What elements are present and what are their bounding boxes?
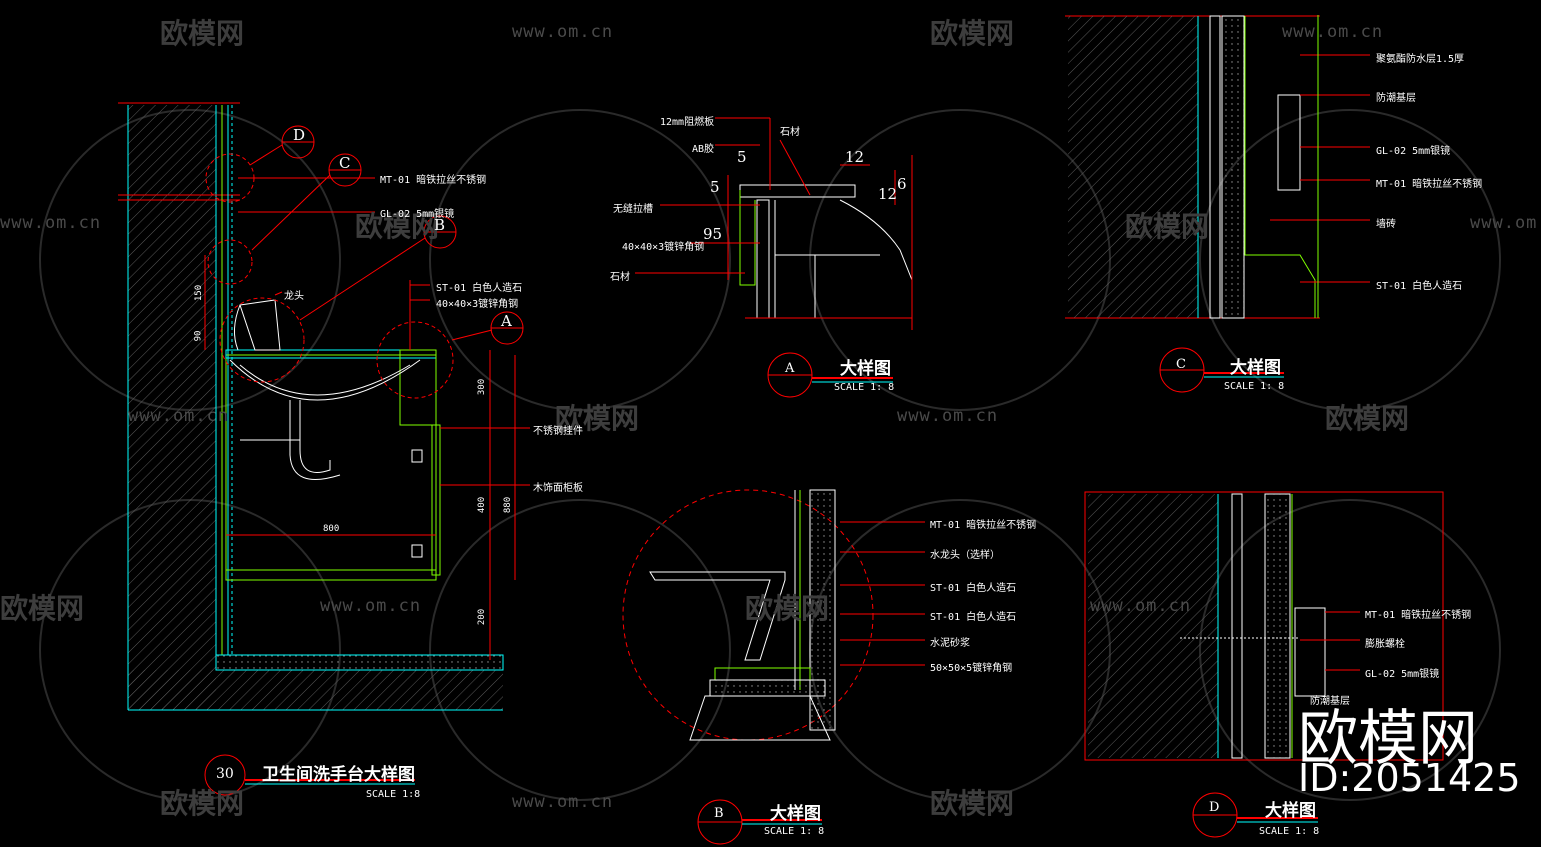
detail-d-callout: 膨胀螺栓 [1365,639,1405,650]
dimension: 400 [477,496,488,514]
detail-a-dim: 12 [878,185,898,203]
main-callout: 40×40×3镀锌角钢 [436,299,519,310]
detail-b-title: 大样图 [770,804,821,824]
detail-c-tag: C [1176,357,1186,372]
detail-a-callout: 石材 [610,272,630,283]
detail-b-callout: 水泥砂浆 [930,638,970,649]
detail-a-dim: 5 [710,178,720,196]
marker-b-label: B [434,216,446,234]
dimension: 800 [323,524,340,534]
dimension: 90 [193,330,204,342]
watermark-logo: 欧模网 [1325,402,1410,435]
brand-id: ID:2051425 [1298,756,1521,800]
detail-a-dim: 5 [737,148,747,166]
detail-a-dim: 12 [845,148,865,166]
detail-d-drawing [1084,491,1444,838]
watermark-logo: 欧模网 [555,402,640,435]
detail-d-callout: MT-01 暗铁拉丝不锈钢 [1365,610,1472,621]
detail-b-callout: 水龙头（选样） [930,550,1000,561]
detail-a-scale: SCALE 1: 8 [834,382,895,393]
detail-c-callout: 防潮基层 [1376,93,1416,104]
watermark-logo: 欧模网 [1125,210,1210,243]
wall-hatch [128,105,216,710]
detail-b-callout: ST-01 白色人造石 [930,583,1017,594]
detail-c-scale: SCALE 1: 8 [1224,381,1285,392]
brand-logo-text: 欧模网 [1298,704,1478,774]
dimension: 880 [503,496,514,514]
main-callout: 龙头 [284,291,304,302]
watermark-logo: 欧模网 [355,210,440,243]
watermark-logo: 欧模网 [745,592,830,625]
detail-a-dim: 95 [703,225,723,243]
detail-c-callout: MT-01 暗铁拉丝不锈钢 [1376,179,1483,190]
main-detail-tag: 30 [216,766,234,782]
detail-c-callout: 聚氨酯防水层1.5厚 [1376,54,1465,65]
detail-b-callout: ST-01 白色人造石 [930,612,1017,623]
detail-b-drawing [622,489,925,845]
detail-c-title: 大样图 [1230,358,1281,378]
watermark-site: www.om.cn [320,596,422,616]
watermark-site: www.om.cn [0,213,102,233]
main-detail-drawing [118,102,530,796]
watermark-site: www.om.cn [512,22,614,42]
detail-d-title: 大样图 [1265,801,1316,821]
detail-b-callout: MT-01 暗铁拉丝不锈钢 [930,520,1037,531]
detail-b-callout: 50×50×5镀锌角钢 [930,663,1013,674]
floor-hatch [128,670,503,710]
detail-a-drawing [635,117,913,398]
detail-a-callout: 40×40×3镀锌角钢 [622,242,705,253]
watermark-site: www.om.cn [128,406,230,426]
detail-b-scale: SCALE 1: 8 [764,826,825,837]
detail-a-callout: AB胶 [692,144,715,155]
marker-c-label: C [339,154,351,172]
detail-d-tag: D [1209,800,1220,815]
watermark-logo: 欧模网 [0,592,85,625]
detail-c-callout: GL-02 5mm银镜 [1376,146,1451,157]
main-detail-scale: SCALE 1:8 [366,789,421,800]
detail-c-callout: ST-01 白色人造石 [1376,281,1463,292]
main-callout: 不锈钢挂件 [533,426,583,437]
watermark-site: www.om.cn [897,406,999,426]
main-callout: 木饰面柜板 [533,483,583,494]
watermark-site: www.om.cn [512,792,614,812]
detail-a-callout: 12mm阻燃板 [660,117,715,128]
marker-d-label: D [293,126,306,144]
detail-a-title: 大样图 [840,359,891,379]
main-callout: MT-01 暗铁拉丝不锈钢 [380,175,487,186]
detail-d-scale: SCALE 1: 8 [1259,826,1320,837]
dimension: 300 [477,378,488,396]
main-callout: GL-02 5mm银镜 [380,209,455,220]
marker-a-label: A [501,312,512,330]
watermark-logo: 欧模网 [930,17,1015,50]
detail-a-callout: 无缝拉槽 [613,204,653,215]
detail-a-tag: A [785,361,795,376]
detail-d-callout: 防潮基层 [1310,696,1350,707]
detail-c-callout: 墙砖 [1376,219,1396,230]
detail-c-drawing [1065,15,1370,393]
detail-d-callout: GL-02 5mm银镜 [1365,669,1440,680]
detail-b-tag: B [714,806,724,821]
detail-a-dim: 6 [897,175,907,193]
dimension: 150 [194,284,205,302]
dimension: 200 [477,608,488,626]
watermark-logo: 欧模网 [160,787,245,820]
watermark-site: www.om.cn [1090,596,1192,616]
main-detail-title: 卫生间洗手台大样图 [262,765,415,785]
main-callout: ST-01 白色人造石 [436,283,523,294]
watermark-logo: 欧模网 [930,787,1015,820]
detail-a-callout: 石材 [780,127,800,138]
watermark-logo: 欧模网 [160,17,245,50]
watermark-site: www.om.cn [1282,22,1384,42]
watermark-site: www.om.cn [1470,213,1541,233]
